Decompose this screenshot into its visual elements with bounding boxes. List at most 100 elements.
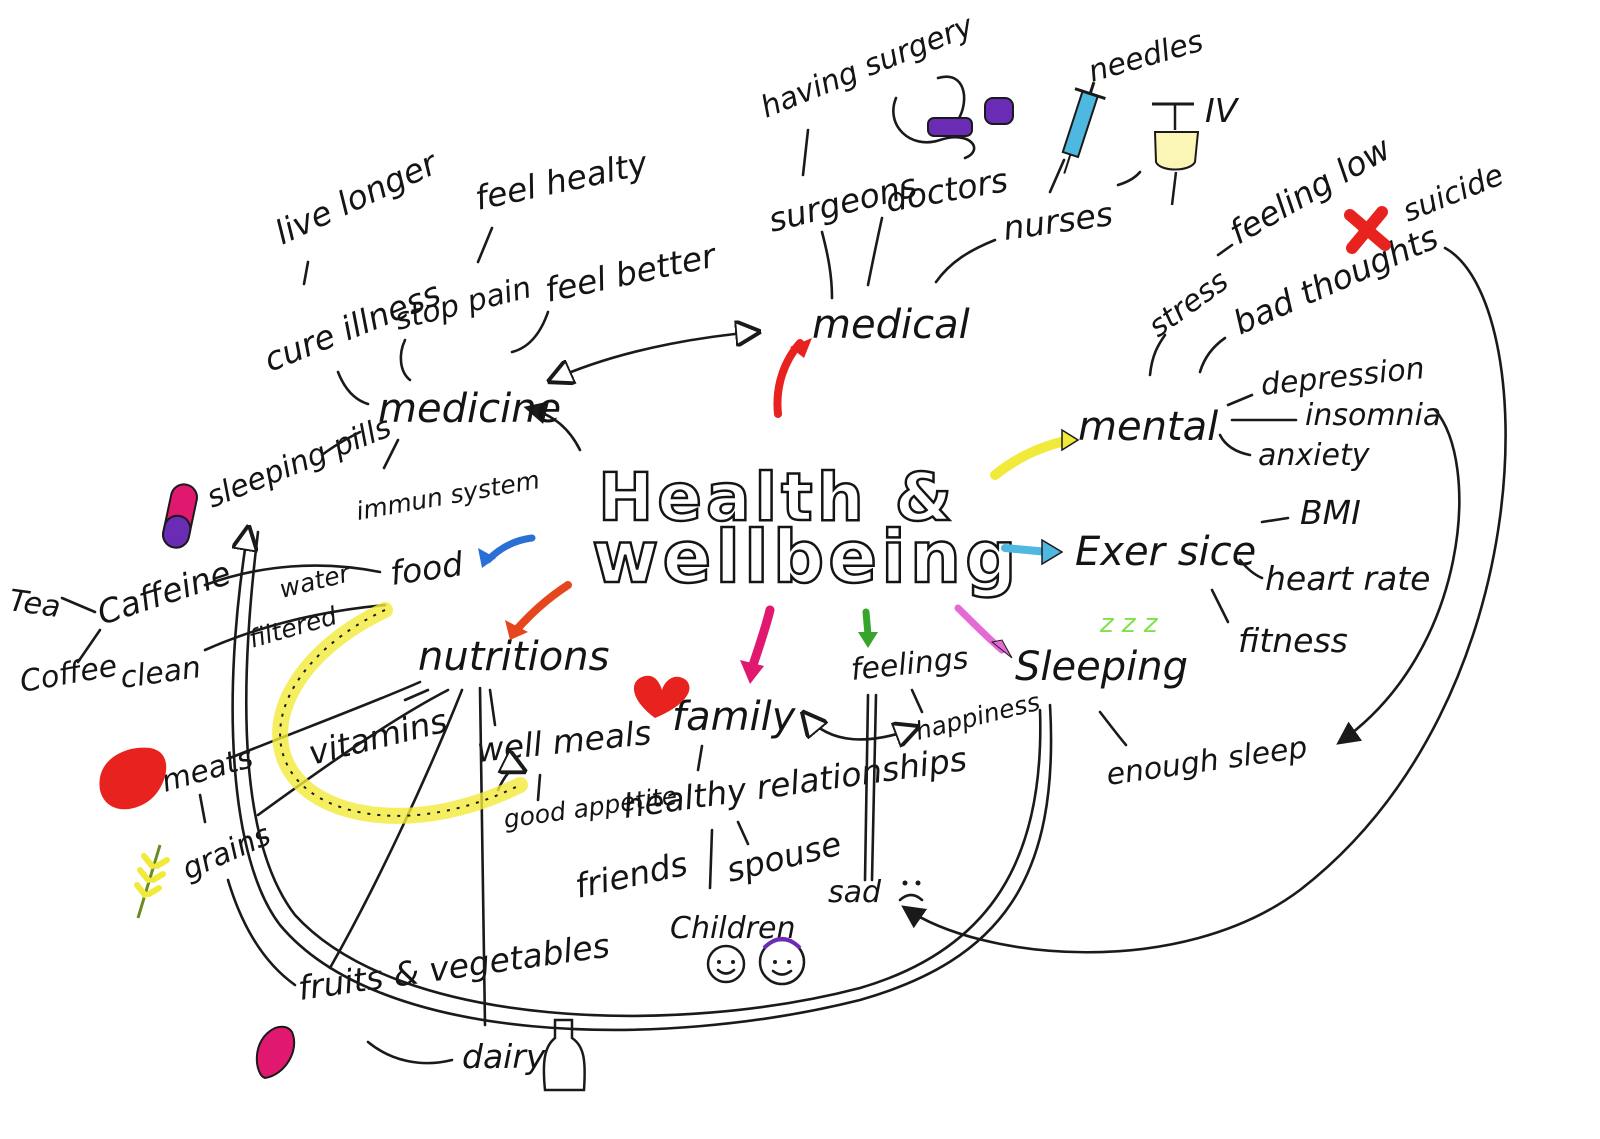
- link-exercise-bmi: [1260, 516, 1290, 524]
- meat-icon: [99, 747, 167, 810]
- link-caffeine-food: [203, 564, 382, 587]
- strawberry-icon: [255, 1025, 296, 1080]
- arrow-to-medical: [773, 339, 804, 418]
- exercise-cluster: Exer sice BMI heart rate fitness: [1075, 493, 1430, 660]
- node-grains: grains: [177, 818, 276, 888]
- node-live-longer: live longer: [269, 142, 445, 252]
- node-suicide: suicide: [1398, 158, 1509, 230]
- red-cross-icon: [1344, 206, 1391, 254]
- wheat-icon: [134, 844, 170, 919]
- arrow-to-medicine: [523, 401, 582, 452]
- arrow-head-sleeping: [990, 639, 1013, 659]
- link-meats-grains: [198, 793, 207, 824]
- node-friends: friends: [572, 844, 691, 906]
- arrow-to-exercise: [1001, 544, 1052, 556]
- link-pain-medicine: [399, 338, 412, 382]
- link-family-happiness: [805, 715, 915, 739]
- link-sleeping-enough: [1098, 710, 1128, 747]
- link-iv-nurses: [1116, 170, 1142, 187]
- node-having-surgery: having surgery: [756, 8, 979, 125]
- node-meats: meats: [158, 740, 257, 799]
- node-anxiety: anxiety: [1258, 438, 1371, 473]
- title-line-1: Health &: [598, 459, 956, 536]
- arrow-head-food: [478, 548, 496, 568]
- milk-bottle-icon: [542, 1018, 586, 1092]
- arrow-head-feelings: [858, 632, 878, 648]
- link-medicine-medical: [552, 332, 756, 380]
- link-friends-spouse: [708, 828, 714, 890]
- node-iv: IV: [1205, 91, 1240, 130]
- node-tea: Tea: [7, 583, 63, 625]
- node-zzz: z z z: [1099, 609, 1159, 639]
- node-fitness: fitness: [1238, 621, 1348, 660]
- node-needles: needles: [1085, 24, 1208, 90]
- arrow-head-family: [740, 660, 764, 684]
- node-happiness: happiness: [912, 687, 1042, 746]
- link-pills-medicine: [320, 430, 362, 457]
- node-clean: clean: [118, 650, 203, 696]
- link-exercise-heart: [1238, 558, 1264, 580]
- node-feel-better: feel better: [542, 235, 722, 310]
- node-caffeine: Caffeine: [92, 553, 235, 633]
- node-heart-rate: heart rate: [1265, 559, 1430, 598]
- link-nutrition-meals: [488, 688, 497, 727]
- node-sad: sad: [828, 875, 882, 910]
- link-sleeping-pills-outer: [231, 530, 1053, 1032]
- link-mental-anxiety: [1218, 433, 1252, 457]
- node-good-appetite-1: good appetite: [502, 781, 679, 834]
- link-tea-caffeine: [60, 596, 97, 614]
- node-feel-healty: feel healty: [472, 143, 652, 218]
- node-feelings: feelings: [849, 641, 970, 688]
- arrow-to-food: [484, 534, 536, 564]
- link-meals-appetite: [536, 773, 542, 802]
- link-grains-fruits: [226, 878, 297, 987]
- link-nutrition-grains: [256, 688, 450, 817]
- link-insomnia-enough-sleep: [1336, 408, 1461, 745]
- iv-bag-icon: [1152, 102, 1200, 206]
- node-dairy: dairy: [462, 1037, 546, 1076]
- link-exercise-fitness: [1210, 588, 1230, 624]
- link-longer-cure: [302, 260, 310, 286]
- node-sleeping: Sleeping: [1015, 644, 1188, 690]
- node-coffee: Coffee: [17, 648, 119, 699]
- yellow-arrow-stripes: [279, 609, 521, 817]
- link-needles-nurses: [1048, 158, 1066, 194]
- link-immun-medicine: [382, 438, 400, 470]
- link-doctors-medical: [866, 216, 884, 287]
- link-relationships-spouse: [736, 820, 750, 846]
- stethoscope-icon: [892, 75, 1014, 160]
- node-well-meals: well meals: [475, 713, 653, 770]
- title-line-2: wellbeing: [592, 515, 1021, 599]
- node-spouse: spouse: [723, 824, 846, 890]
- link-surgery-surgeons: [801, 128, 810, 177]
- branch-arrows: [478, 338, 1080, 684]
- node-bmi: BMI: [1300, 493, 1361, 532]
- link-family-relationships: [696, 744, 704, 772]
- link-mental-depression: [1226, 393, 1254, 407]
- link-nutrition-meats: [228, 680, 422, 760]
- arrow-to-family: [747, 605, 775, 673]
- link-nurses-medical: [934, 238, 997, 284]
- pill-icon: [162, 483, 198, 549]
- arrow-head-mental: [1061, 428, 1080, 452]
- node-depression: depression: [1259, 351, 1426, 403]
- medical-cluster: medical surgeons doctors nurses having s…: [552, 8, 1240, 380]
- link-nutrition-vitamins: [403, 688, 430, 702]
- node-nutritions: nutritions: [418, 634, 609, 680]
- link-surgeons-medical: [820, 230, 834, 300]
- link-cure-medicine: [336, 370, 370, 406]
- link-feelings-sad-1: [863, 693, 870, 882]
- link-clean-food: [203, 603, 387, 652]
- link-fruits-dairy: [366, 1040, 454, 1065]
- arrow-to-nutritions: [514, 581, 572, 632]
- link-better-medicine: [510, 310, 550, 354]
- link-coffee-caffeine: [76, 628, 102, 664]
- node-insomnia: insomnia: [1305, 398, 1441, 433]
- link-feelings-happiness: [910, 688, 924, 714]
- node-food: food: [388, 544, 467, 593]
- link-bad-thoughts-mental: [1198, 336, 1227, 374]
- node-mental: mental: [1078, 404, 1218, 450]
- node-enough-sleep: enough sleep: [1104, 730, 1309, 793]
